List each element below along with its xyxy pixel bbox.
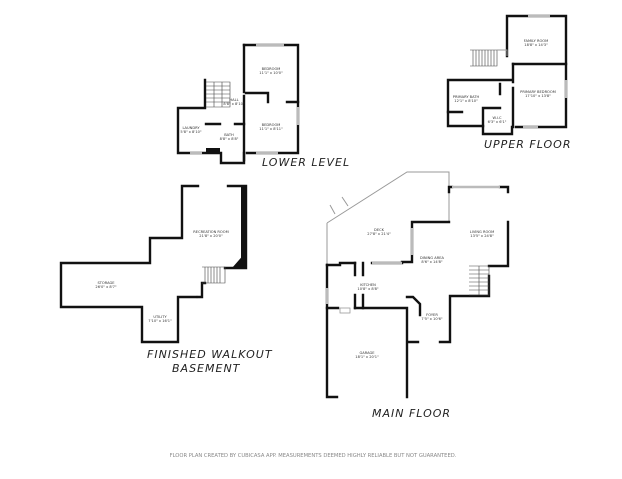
svg-text:BATH: BATH	[224, 133, 234, 137]
svg-text:LAUNDRY: LAUNDRY	[182, 126, 200, 130]
svg-text:PRIMARY BEDROOM: PRIMARY BEDROOM	[520, 90, 556, 94]
upper-floor-title: UPPER FLOOR	[484, 138, 571, 151]
svg-text:GARAGE: GARAGE	[359, 351, 375, 355]
room-wic: W.I.C6'3" x 6'1"	[488, 116, 507, 124]
svg-text:6'3" x 6'1": 6'3" x 6'1"	[488, 120, 507, 124]
main-floor-title: MAIN FLOOR	[372, 407, 451, 420]
svg-text:11'1" x 10'0": 11'1" x 10'0"	[259, 71, 283, 75]
svg-text:BEDROOM: BEDROOM	[262, 123, 281, 127]
svg-text:DECK: DECK	[374, 228, 385, 232]
svg-text:18'8" x 14'3": 18'8" x 14'3"	[524, 43, 548, 47]
svg-text:8'6" x 14'8": 8'6" x 14'8"	[421, 260, 442, 264]
footer-disclaimer: FLOOR PLAN CREATED BY CUBICASA APP. MEAS…	[170, 453, 457, 459]
svg-text:13'5" x 24'8": 13'5" x 24'8"	[470, 234, 494, 238]
svg-text:BEDROOM: BEDROOM	[262, 67, 281, 71]
svg-text:7'10" x 16'1": 7'10" x 16'1"	[148, 319, 172, 323]
svg-text:DINING AREA: DINING AREA	[420, 256, 444, 260]
svg-text:10'8" x 8'8": 10'8" x 8'8"	[357, 287, 378, 291]
svg-text:STORAGE: STORAGE	[97, 281, 115, 285]
svg-text:RECREATION ROOM: RECREATION ROOM	[193, 230, 228, 234]
svg-text:UTILITY: UTILITY	[153, 315, 167, 319]
svg-text:18'1" x 20'1": 18'1" x 20'1"	[355, 355, 379, 359]
lower-level-title: LOWER LEVEL	[262, 156, 350, 169]
svg-text:26'0" x 8'7": 26'0" x 8'7"	[95, 285, 116, 289]
svg-text:8'8" x 8'8": 8'8" x 8'8"	[220, 137, 239, 141]
svg-text:FAMILY ROOM: FAMILY ROOM	[524, 39, 548, 43]
svg-text:LIVING ROOM: LIVING ROOM	[470, 230, 494, 234]
svg-text:W.I.C: W.I.C	[493, 116, 502, 120]
svg-text:17'10" x 13'8": 17'10" x 13'8"	[525, 94, 551, 98]
svg-text:21'8" x 20'0": 21'8" x 20'0"	[199, 234, 223, 238]
svg-text:11'1" x 8'11": 11'1" x 8'11"	[259, 127, 283, 131]
basement-title-line1: FINISHED WALKOUT	[147, 348, 273, 361]
svg-text:7'5" x 10'6": 7'5" x 10'6"	[421, 317, 442, 321]
svg-text:12'1" x 8'10": 12'1" x 8'10"	[454, 99, 478, 103]
svg-text:PRIMARY BATH: PRIMARY BATH	[453, 95, 480, 99]
svg-text:8'8" x 8'10": 8'8" x 8'10"	[223, 102, 244, 106]
svg-text:KITCHEN: KITCHEN	[360, 283, 376, 287]
basement-title-line2: BASEMENT	[172, 362, 241, 375]
svg-text:5'8" x 8'10": 5'8" x 8'10"	[180, 130, 201, 134]
svg-text:27'8" x 21'4": 27'8" x 21'4"	[367, 232, 391, 236]
chimney-block	[206, 148, 220, 154]
svg-text:HALL: HALL	[229, 98, 238, 102]
svg-text:FOYER: FOYER	[426, 313, 438, 317]
